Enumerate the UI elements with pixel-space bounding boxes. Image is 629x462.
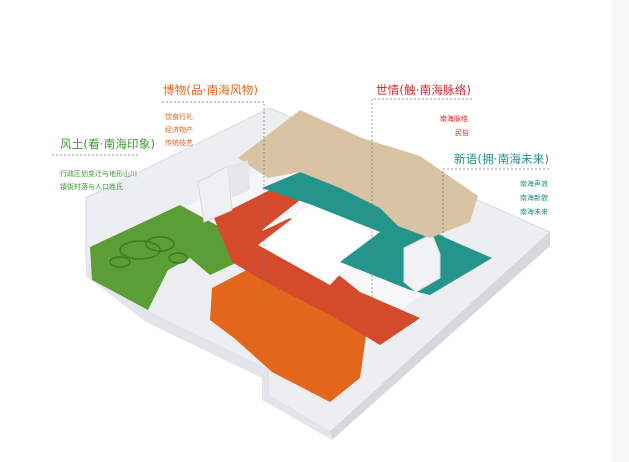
- central-hall-block: [258, 205, 380, 285]
- zone-xinyu-title: 新语(拥·南海未来): [454, 152, 550, 166]
- leader-lines: [52, 98, 549, 300]
- zone-shiqing-item-2: 民俗: [455, 129, 469, 137]
- zone-bowu-item-1: 饮食行礼: [165, 113, 193, 121]
- zone-bowu-item-3: 传统技艺: [165, 139, 193, 147]
- green-exhibit-rings: [109, 236, 188, 268]
- zone-xinyu-item-3: 南海未来: [520, 208, 548, 216]
- outer-wall-side-left: [86, 262, 332, 440]
- zone-fengtu-floor: [90, 205, 240, 310]
- zone-fengtu-item-2: 镇街村落与人口姓氏: [60, 183, 123, 191]
- zone-fengtu-title: 风土(看·南海印象): [60, 137, 156, 151]
- zone-xinyu-item-1: 南海声浪: [520, 180, 548, 188]
- wall-piece-left: [197, 165, 233, 223]
- zone-bowu-item-2: 经济物产: [165, 126, 193, 134]
- zone-fengtu-item-1: 行政区划变迁与地形山川: [60, 170, 137, 178]
- wall-piece-mid: [228, 160, 250, 198]
- upper-level-floor: [238, 110, 478, 238]
- outer-wall-side-right: [330, 232, 550, 440]
- zone-shiqing-title: 世情(触·南海脉络): [376, 83, 472, 97]
- zone-xinyu-item-2: 南海新貌: [520, 194, 548, 202]
- zone-bowu-floor: [210, 262, 368, 402]
- zone-bowu-title: 博物(品·南海风物): [163, 83, 259, 97]
- page-edge-bar: [612, 0, 629, 462]
- zone-shiqing-item-1: 南海脉络: [440, 115, 468, 123]
